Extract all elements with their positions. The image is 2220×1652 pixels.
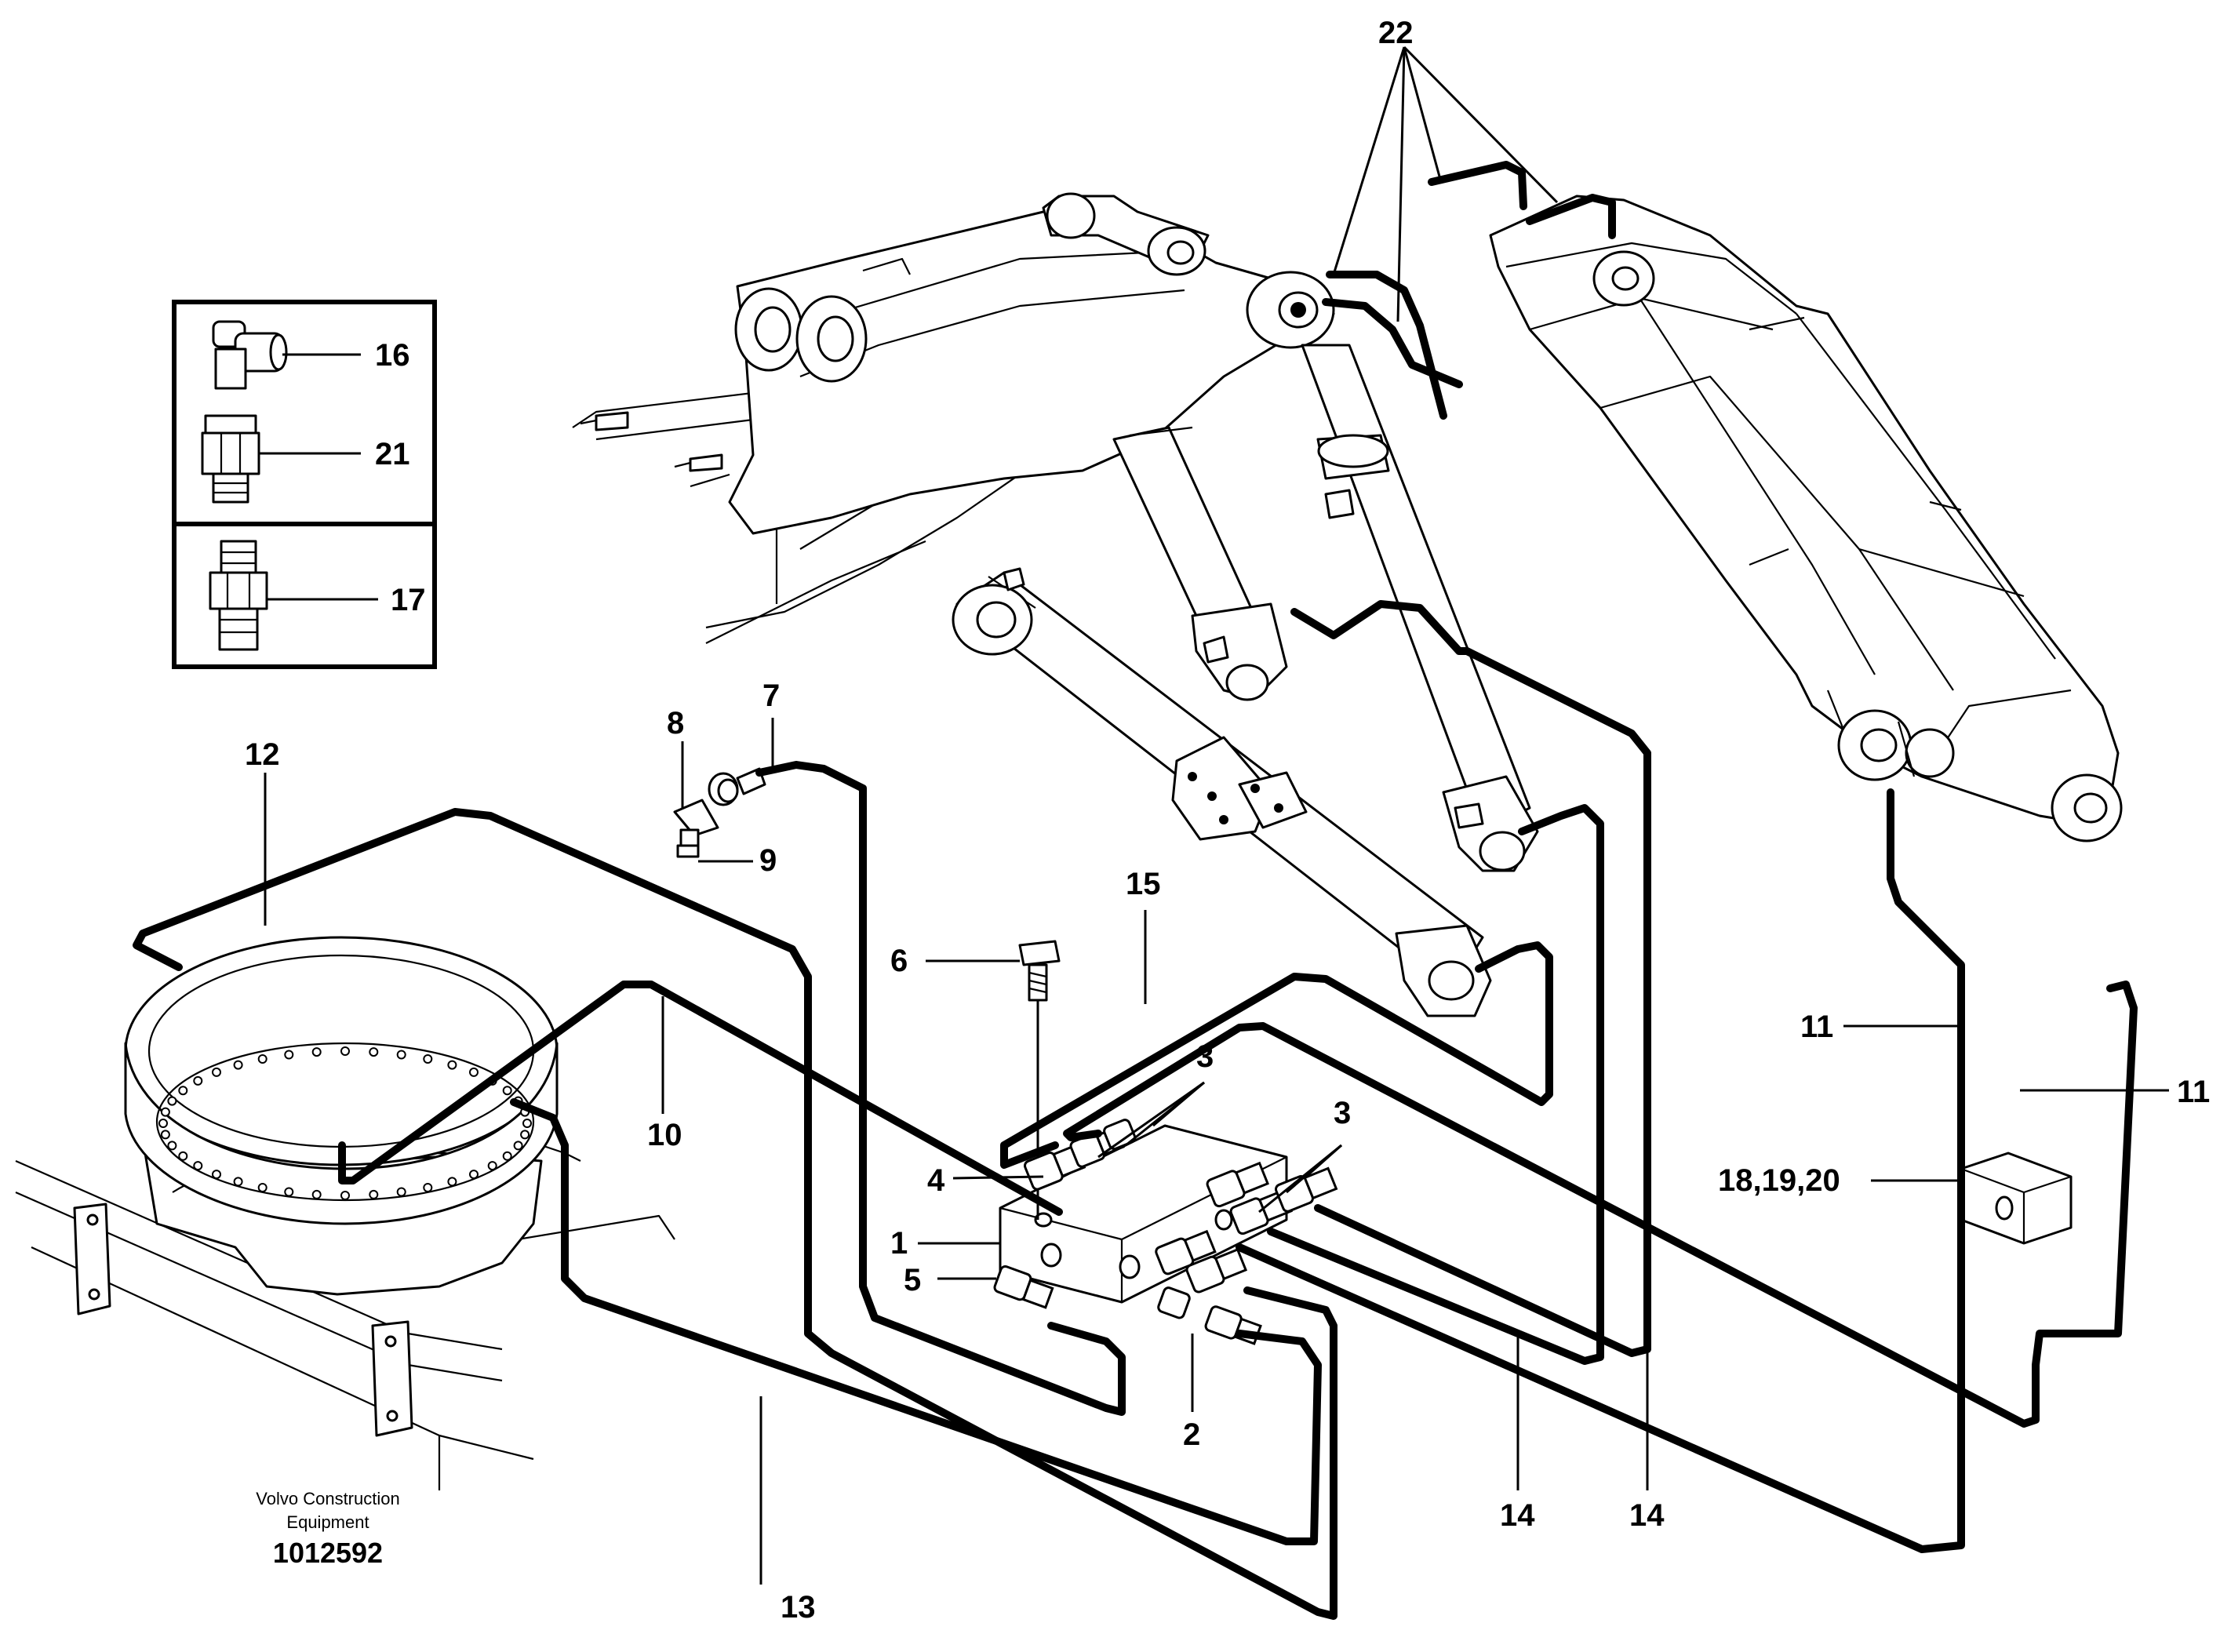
- nipple-17: [209, 540, 268, 651]
- footer-line-1: Volvo Construction: [256, 1489, 399, 1508]
- manufacturer-footer: Volvo Construction Equipment 1012592: [256, 1489, 399, 1569]
- ring-bolt-hole: [257, 1054, 267, 1064]
- excavator-boom-structure: [572, 192, 2123, 1017]
- ring-bolt-hole: [513, 1141, 523, 1151]
- callout-1: 1: [890, 1226, 908, 1261]
- ring-bolt-hole: [340, 1191, 350, 1200]
- callout-12: 12: [245, 737, 280, 772]
- block-fittings: [993, 1119, 1338, 1345]
- hose-13: [510, 1098, 1322, 1545]
- fitting-inset-box: [172, 300, 437, 669]
- callout-16: 16: [375, 338, 410, 373]
- hose-22-b: [1322, 298, 1463, 388]
- callout-5: 5: [904, 1263, 921, 1297]
- callout-labels: 22 16 21 17 7 8 9 12 15 6 10 3 3 11 11 1…: [245, 16, 2210, 1625]
- ring-bolt-hole: [396, 1187, 406, 1197]
- ring-bolt-hole: [311, 1189, 322, 1199]
- ring-bolt-hole: [167, 1141, 177, 1151]
- ring-bolt-hole: [193, 1075, 203, 1086]
- ring-bolt-hole: [178, 1086, 188, 1096]
- ring-bolt-hole: [340, 1046, 350, 1056]
- callout-14-left: 14: [1500, 1498, 1535, 1533]
- ring-bolt-hole: [469, 1067, 479, 1077]
- hoses: [133, 161, 2138, 1620]
- hose-15: [1000, 941, 1553, 1169]
- callout-11-left: 11: [1800, 1010, 1833, 1044]
- ring-bolt-hole: [396, 1050, 406, 1060]
- callout-10: 10: [647, 1118, 682, 1152]
- ring-bolt-hole: [284, 1050, 294, 1060]
- ring-bolt-hole: [447, 1177, 457, 1187]
- ring-bolt-hole: [257, 1183, 267, 1192]
- hose-22-c: [1428, 161, 1527, 210]
- slewing-ring-undercarriage: [15, 936, 675, 1490]
- callout-21: 21: [375, 437, 410, 471]
- footer-drawing-code: 1012592: [273, 1537, 383, 1569]
- ring-bolt-hole: [502, 1151, 512, 1161]
- hose-22-d: [1526, 194, 1616, 239]
- ring-bolt-hole: [369, 1047, 379, 1057]
- callout-15: 15: [1126, 867, 1161, 901]
- hose-14-inner: [1267, 804, 1604, 1365]
- ring-bolt-hole: [522, 1119, 532, 1128]
- ring-bolt-hole: [212, 1170, 221, 1180]
- footer-line-2: Equipment: [286, 1512, 369, 1532]
- ring-bolt-hole: [284, 1187, 294, 1197]
- ring-bolt-hole: [502, 1086, 512, 1096]
- callout-8: 8: [667, 706, 684, 740]
- ring-bolt-hole: [423, 1183, 433, 1192]
- hose-return-loop: [1063, 981, 2138, 1428]
- ring-bolt-hole: [369, 1189, 379, 1199]
- hose-10: [338, 981, 1063, 1216]
- ring-bolt-hole: [233, 1060, 243, 1070]
- callout-11-right: 11: [2177, 1075, 2210, 1109]
- ring-bolt-hole: [233, 1177, 243, 1187]
- adapter-21: [201, 414, 260, 504]
- ring-bolt-hole: [160, 1130, 170, 1140]
- callout-4: 4: [927, 1163, 945, 1198]
- callout-7: 7: [762, 679, 780, 713]
- ring-bolt-hole: [423, 1054, 433, 1064]
- ring-bolt-hole: [193, 1161, 203, 1171]
- callout-18-19-20: 18,19,20: [1718, 1163, 1840, 1198]
- callout-3-left: 3: [1196, 1039, 1214, 1074]
- hose-22-a: [1326, 271, 1447, 420]
- callout-9: 9: [759, 843, 777, 878]
- hose-12: [133, 808, 1337, 1620]
- hose-7: [755, 761, 1126, 1416]
- elbow-fitting-16: [212, 320, 288, 390]
- ring-bolt-hole: [212, 1067, 221, 1077]
- ring-bolt-hole: [469, 1170, 479, 1180]
- ring-bolt-hole: [167, 1096, 177, 1106]
- ring-bolt-hole: [178, 1151, 188, 1161]
- ring-bolt-holes: [158, 1046, 532, 1200]
- leader-lines: [264, 45, 2169, 1585]
- hose-11: [1236, 788, 1965, 1553]
- callout-14-right: 14: [1629, 1498, 1665, 1533]
- connector-block-18-19-20: [1960, 1152, 2073, 1245]
- callout-2: 2: [1183, 1417, 1200, 1452]
- callout-22: 22: [1378, 16, 1414, 50]
- hose-14-outer: [1290, 600, 1651, 1357]
- callout-17: 17: [391, 583, 426, 617]
- ring-bolt-hole: [447, 1060, 457, 1070]
- callout-13: 13: [781, 1590, 816, 1625]
- fitting-7-8-9: [673, 767, 766, 858]
- ring-bolt-hole: [160, 1107, 170, 1117]
- ring-bolt-hole: [158, 1119, 168, 1128]
- ring-bolt-hole: [520, 1130, 530, 1140]
- ring-bolt-hole: [311, 1047, 322, 1057]
- callout-6: 6: [890, 944, 908, 978]
- ring-bolt-hole: [487, 1161, 497, 1171]
- callout-3-right: 3: [1334, 1096, 1351, 1130]
